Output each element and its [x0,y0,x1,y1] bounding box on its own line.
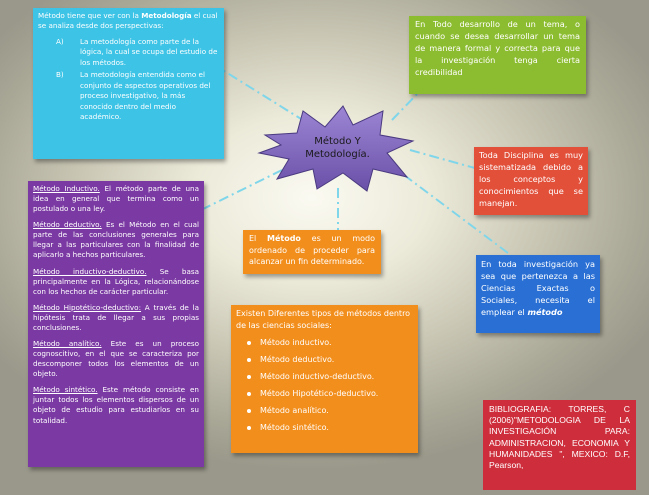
method-detail-item: Método sintético. Este método consiste e… [33,385,199,425]
method-types-list: Método inductivo. Método deductivo. Méto… [236,337,413,434]
list-item: Método inductivo-deductivo. [236,371,413,383]
bibliography-text: BIBLIOGRAFIA: TORRES, C (2006)"METODOLOG… [489,404,630,470]
list-item: Método Hipotético-deductivo. [236,388,413,400]
central-title: Método Y Metodología. [285,135,390,161]
formal-development-text: En Todo desarrollo de un tema, o cuando … [415,19,580,77]
perspectives-intro: Método tiene que ver con la Metodología … [38,11,218,31]
list-item: Método inductivo. [236,337,413,349]
method-definition-box: El Método es un modo ordenado de procede… [243,230,381,274]
method-types-detail-box: Método Inductivo. El método parte de una… [28,181,204,467]
method-detail-text: El método parte de una idea en general q… [33,184,199,214]
research-method-text: En toda investigación ya sea que pertene… [481,259,595,317]
method-types-intro: Existen Diferentes tipos de métodos dent… [236,309,411,330]
method-detail-item: Método deductivo. Es el Método en el cua… [33,220,199,260]
discipline-text: Toda Disciplina es muy sistematizada deb… [479,150,583,208]
method-detail-text: Este es un proceso cognoscitivo, en el q… [33,339,200,379]
method-detail-item: Método Inductivo. El método parte de una… [33,184,199,214]
explosion-star-shape [257,105,415,192]
bullet-icon [247,357,251,362]
discipline-box: Toda Disciplina es muy sistematizada deb… [474,147,588,215]
list-item: Método sintético. [236,422,413,434]
perspective-item: B) La metodología entendida como el conj… [38,70,219,122]
method-detail-text: A través de la hipótesis trata de llegar… [33,302,199,332]
bibliography-box: BIBLIOGRAFIA: TORRES, C (2006)"METODOLOG… [483,400,636,490]
method-detail-term: Método deductivo. [33,220,102,230]
bullet-icon [247,391,251,396]
method-detail-term: Método Inductivo. [33,184,100,193]
perspective-label: B) [56,70,64,80]
central-topic: Método Y Metodología. [255,103,420,193]
method-detail-term: Método sintético. [33,385,98,395]
method-types-list-box: Existen Diferentes tipos de métodos dent… [231,305,418,453]
research-method-box: En toda investigación ya sea que pertene… [476,255,600,333]
method-detail-item: Método Hipotético-deductivo: A través de… [33,303,199,333]
formal-development-box: En Todo desarrollo de un tema, o cuando … [409,16,586,94]
method-definition-text: es un modo ordenado de proceder para alc… [249,234,375,267]
method-detail-term: Método analítico. [33,339,102,349]
bullet-icon [247,425,251,430]
method-detail-item: Método inductivo-deductivo. Se basa prin… [33,267,199,297]
method-detail-text: Se basa principalmente en la Lógica, rel… [33,266,200,296]
list-item: Método analítico. [236,405,413,417]
perspective-label: A) [56,36,64,46]
perspective-item: A) La metodología como parte de la lógic… [38,37,219,68]
method-detail-text: Es el Método en el cual parte de las con… [33,220,199,260]
bullet-icon [247,340,251,345]
connector-red [409,149,501,176]
bullet-icon [247,374,251,379]
perspective-text: La metodología como parte de la lógica, … [80,36,218,67]
bullet-icon [247,408,251,413]
central-title-line1: Método Y [314,136,361,147]
connector-blue [403,174,529,269]
central-title-line2: Metodología. [305,149,370,160]
list-item: Método deductivo. [236,354,413,366]
method-detail-item: Método analítico. Este es un proceso cog… [33,339,199,379]
method-definition-term: Método [267,234,301,243]
method-detail-term: Método inductivo-deductivo. [33,266,147,276]
method-emphasis: método [527,306,563,317]
method-detail-term: Método Hipotético-deductivo: [33,302,142,312]
metodologia-perspectives-box: Método tiene que ver con la Metodología … [33,8,224,159]
perspective-text: La metodología entendida como el conjunt… [80,70,211,121]
method-detail-text: Este método consiste en juntar todos los… [33,385,199,425]
